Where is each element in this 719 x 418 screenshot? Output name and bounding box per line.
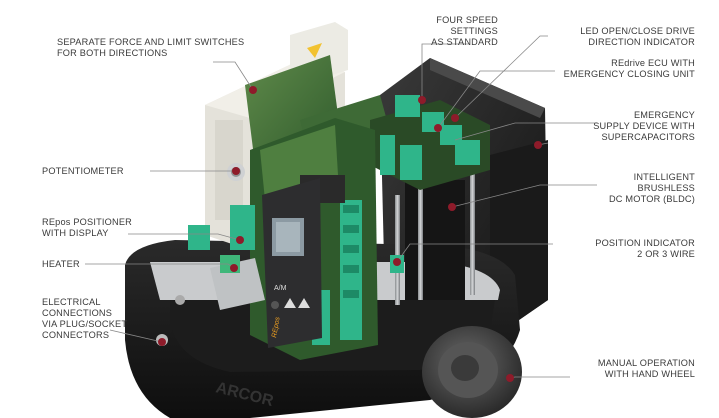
dot-repos-positioner (236, 236, 244, 244)
label-separate-switches: SEPARATE FORCE AND LIMIT SWITCHES FOR BO… (57, 37, 245, 58)
label-emergency-supply: EMERGENCY SUPPLY DEVICE WITH SUPERCAPACI… (593, 110, 695, 142)
dot-bldc-motor (448, 203, 456, 211)
dot-redrive-ecu (434, 124, 442, 132)
dot-potentiometer (232, 167, 240, 175)
label-repos-positioner: REpos POSITIONER WITH DISPLAY (42, 217, 132, 238)
redrive-ecu-board (370, 95, 490, 190)
dot-emergency-supply (534, 141, 542, 149)
repos-display: A/M REpos (262, 178, 322, 348)
display-brand: REpos (271, 316, 282, 338)
dot-electrical-connections (158, 338, 166, 346)
label-heater: HEATER (42, 259, 80, 269)
dot-led-indicator (451, 114, 459, 122)
label-position-indicator: POSITION INDICATOR 2 OR 3 WIRE (595, 238, 695, 259)
leader-lines (85, 35, 597, 379)
dot-manual-operation (506, 374, 514, 382)
label-potentiometer: POTENTIOMETER (42, 166, 124, 176)
dot-heater (230, 264, 238, 272)
callout-dots (158, 86, 542, 382)
bldc-motor (395, 165, 475, 305)
dot-four-speed (418, 96, 426, 104)
svg-text:A/M: A/M (274, 285, 287, 292)
label-electrical-connections: ELECTRICAL CONNECTIONS VIA PLUG/SOCKET C… (42, 297, 128, 340)
label-four-speed: FOUR SPEED SETTINGS AS STANDARD (431, 15, 498, 47)
label-led-indicator: LED OPEN/CLOSE DRIVE DIRECTION INDICATOR (580, 26, 695, 47)
label-manual-operation: MANUAL OPERATION WITH HAND WHEEL (597, 358, 695, 379)
dot-separate-switches (249, 86, 257, 94)
hand-wheel (422, 326, 522, 418)
dot-position-indicator (393, 258, 401, 266)
label-bldc-motor: INTELLIGENT BRUSHLESS DC MOTOR (BLDC) (608, 172, 695, 204)
label-redrive-ecu: REdrive ECU WITH EMERGENCY CLOSING UNIT (563, 58, 695, 79)
